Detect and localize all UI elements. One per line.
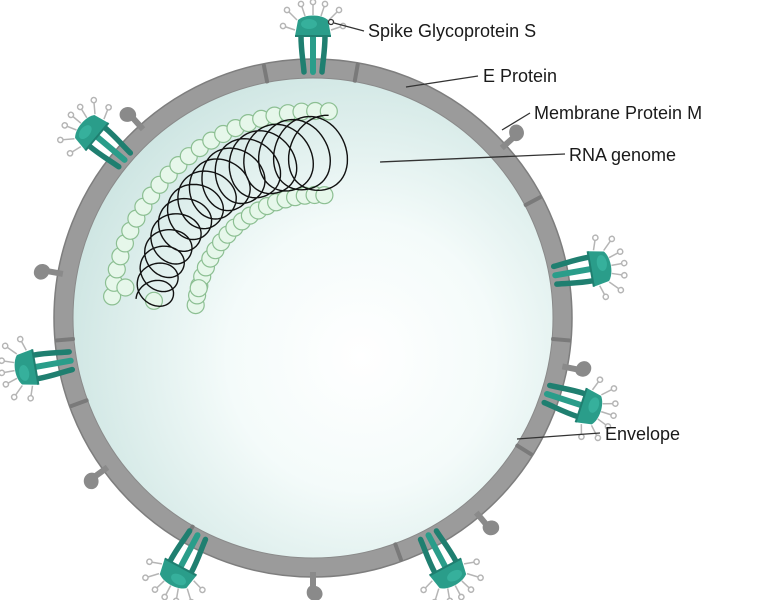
spike-leader-line: [333, 22, 365, 32]
label-spike-glycoprotein: Spike Glycoprotein S: [368, 21, 537, 41]
rna-leader-line: [379, 153, 566, 163]
leader-lines: [327, 18, 601, 440]
nucleocapsid-bead: [315, 186, 334, 205]
envelope-leader-line: [516, 432, 601, 440]
label-e-protein: E Protein: [483, 66, 558, 86]
nucleocapsid-beads: [102, 101, 338, 315]
nucleocapsid-bead: [116, 278, 135, 297]
spike-leader-dot: [327, 18, 335, 26]
membrane-leader-line: [501, 112, 531, 131]
nucleocapsid-bead: [319, 102, 338, 121]
label-envelope: Envelope: [605, 424, 681, 444]
virus-interior: [72, 77, 554, 559]
nucleocapsid-bead: [189, 279, 208, 298]
label-membrane-protein: Membrane Protein M: [534, 103, 703, 123]
rna-genome-strand: [135, 114, 349, 308]
label-rna-genome: RNA genome: [569, 145, 677, 165]
rna-coil-path: [135, 114, 349, 308]
e-protein-leader-line: [405, 75, 479, 88]
